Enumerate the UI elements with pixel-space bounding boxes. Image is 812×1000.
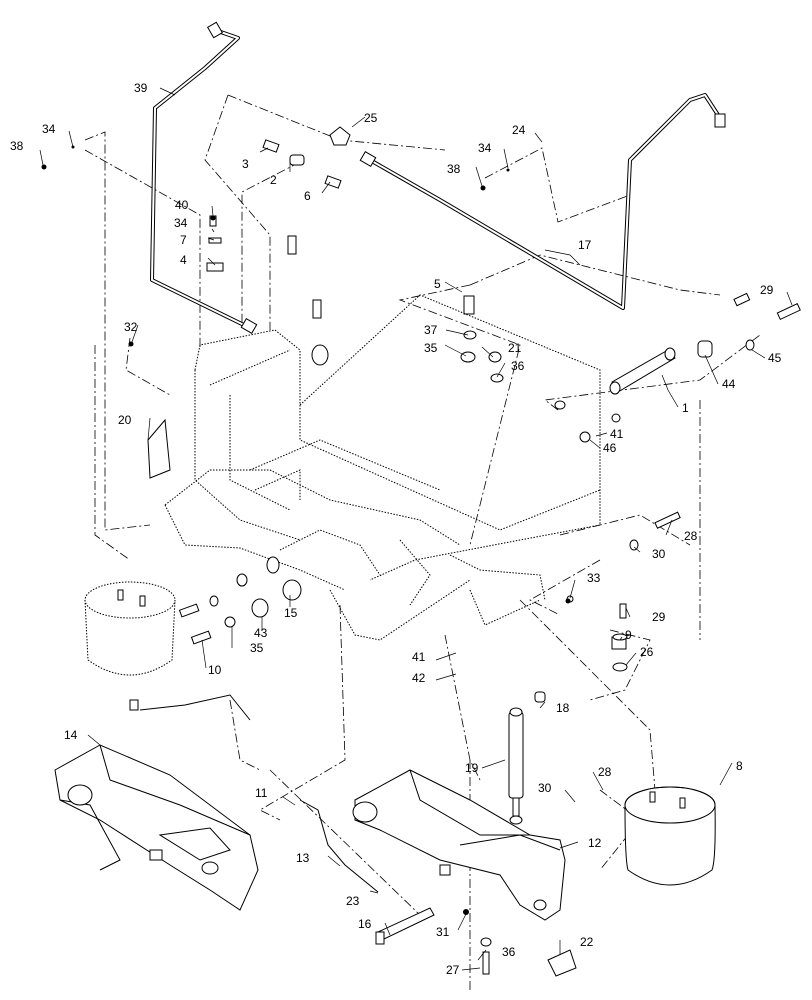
callout-11: 11 (255, 786, 268, 800)
callout-38a: 38 (10, 139, 24, 153)
brake-line-39 (150, 21, 258, 335)
callout-1: 1 (682, 401, 689, 415)
callout-40: 40 (175, 198, 189, 212)
callout-46: 46 (603, 441, 617, 455)
callout-35b: 35 (250, 641, 264, 655)
leader-lines (39, 87, 793, 971)
assembly-lines (84, 94, 761, 990)
callout-24: 24 (512, 123, 526, 137)
callout-8: 8 (736, 759, 743, 773)
callout-26: 26 (640, 645, 654, 659)
callout-15: 15 (284, 606, 298, 620)
fittings-group (206, 126, 504, 383)
trailing-arm-left (54, 744, 259, 911)
callout-18: 18 (556, 701, 570, 715)
callout-29a: 29 (760, 283, 774, 297)
callout-45: 45 (768, 351, 782, 365)
callout-5: 5 (434, 277, 441, 291)
callout-labels: 1 2 3 4 5 6 7 8 9 10 11 12 13 14 15 16 1… (10, 81, 782, 977)
callout-30b: 30 (538, 781, 552, 795)
callout-7: 7 (180, 233, 187, 247)
callout-34c: 34 (174, 216, 188, 230)
callout-39: 39 (134, 81, 148, 95)
callout-34b: 34 (478, 141, 492, 155)
callout-41b: 41 (412, 650, 426, 664)
callout-38b: 38 (447, 162, 461, 176)
label-plate (147, 418, 171, 479)
callout-42: 42 (412, 671, 426, 685)
brake-line-17 (359, 93, 726, 310)
callout-30a: 30 (652, 547, 666, 561)
callout-32: 32 (124, 320, 138, 334)
callout-35a: 35 (424, 341, 438, 355)
callout-9: 9 (625, 628, 632, 642)
callout-4: 4 (180, 253, 187, 267)
callout-37: 37 (424, 323, 438, 337)
callout-36a: 36 (511, 359, 525, 373)
air-spring-left (84, 581, 176, 676)
callout-17: 17 (578, 238, 592, 252)
callout-27: 27 (446, 963, 460, 977)
trailing-arm-right (352, 769, 566, 921)
callout-3: 3 (242, 157, 249, 171)
callout-28a: 28 (684, 529, 698, 543)
callout-34a: 34 (42, 122, 56, 136)
small-hardware (41, 145, 571, 915)
shaft-parts (554, 292, 801, 672)
callout-2: 2 (270, 173, 277, 187)
callout-19: 19 (465, 761, 479, 775)
callout-28b: 28 (598, 765, 612, 779)
callout-12: 12 (588, 836, 602, 850)
callout-31: 31 (436, 925, 450, 939)
callout-41a: 41 (610, 427, 624, 441)
callout-33: 33 (587, 571, 601, 585)
callout-16: 16 (358, 917, 372, 931)
callout-6: 6 (304, 189, 311, 203)
callout-36b: 36 (502, 945, 516, 959)
shock-absorber (508, 691, 546, 825)
axle-frame (164, 294, 601, 641)
callout-23: 23 (346, 894, 360, 908)
callout-25: 25 (364, 111, 378, 125)
callout-10: 10 (208, 663, 222, 677)
callout-22: 22 (580, 935, 594, 949)
callout-13: 13 (296, 851, 310, 865)
callout-14: 14 (64, 728, 78, 742)
hardware-bottom (375, 907, 577, 977)
callout-20: 20 (118, 413, 132, 427)
air-spring-right (624, 786, 716, 886)
callout-43: 43 (254, 626, 268, 640)
sensor-wire (129, 694, 379, 893)
callout-21: 21 (508, 341, 522, 355)
spacer-stack (178, 556, 302, 645)
callout-44: 44 (722, 377, 736, 391)
callout-29b: 29 (652, 610, 666, 624)
